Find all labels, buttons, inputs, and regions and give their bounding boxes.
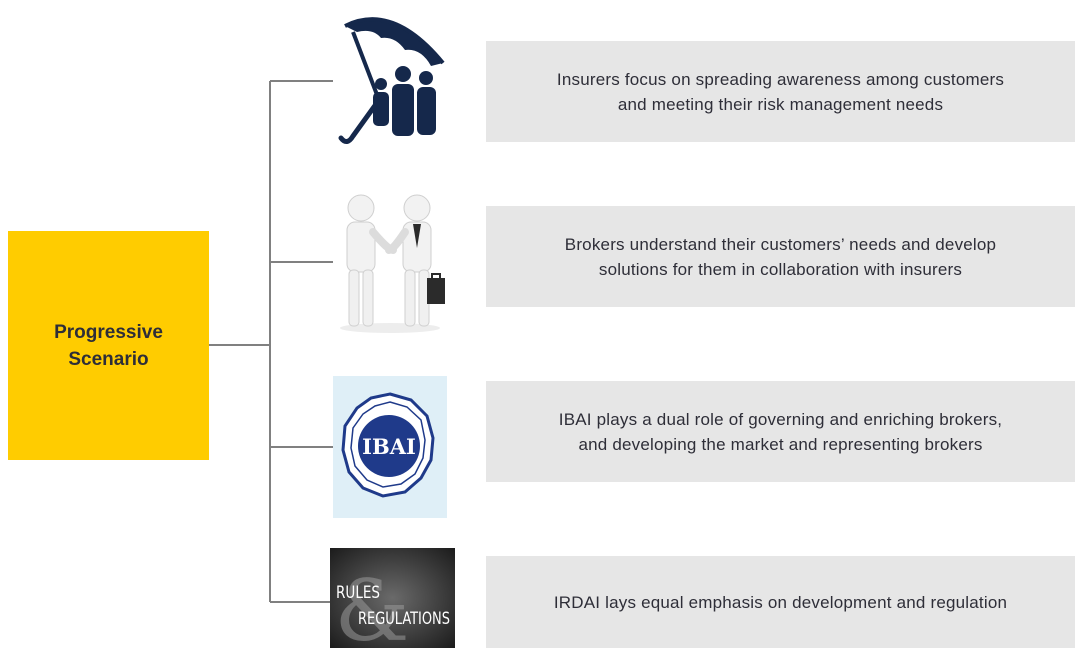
handshake-icon — [333, 188, 448, 336]
branch-text-1: Insurers focus on spreading awareness am… — [486, 41, 1075, 142]
branch-text-3-label: IBAI plays a dual role of governing and … — [558, 409, 1003, 454]
branch-text-4: IRDAI lays equal emphasis on development… — [486, 556, 1075, 648]
ibai-logo-text: IBAI — [362, 434, 416, 459]
scenario-label: Progressive Scenario — [54, 321, 163, 370]
branch-text-2-label: Brokers understand their customers’ need… — [564, 234, 997, 279]
branch-text-1-label: Insurers focus on spreading awareness am… — [556, 69, 1005, 114]
ibai-logo-icon: IBAI — [333, 376, 447, 518]
rules-text: RULES — [336, 583, 380, 603]
rules-ampersand: & — [335, 562, 410, 648]
regulations-text: REGULATIONS — [358, 609, 450, 629]
branch-text-3: IBAI plays a dual role of governing and … — [486, 381, 1075, 482]
branch-text-4-label: IRDAI lays equal emphasis on development… — [553, 592, 1008, 612]
progressive-scenario-box: Progressive Scenario — [8, 231, 209, 460]
branch-text-2: Brokers understand their customers’ need… — [486, 206, 1075, 307]
umbrella-family-icon — [333, 8, 453, 148]
rules-regulations-icon: & RULES REGULATIONS — [330, 548, 455, 648]
